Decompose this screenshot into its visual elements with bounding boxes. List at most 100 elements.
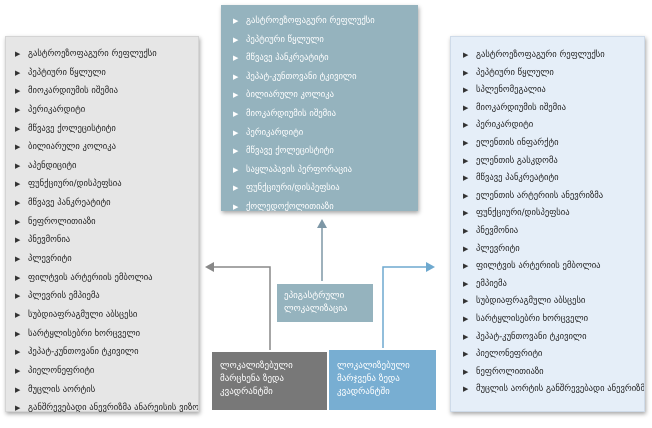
list-item: ▶პნევმონია (15, 231, 198, 250)
list-item: ▶ ემპიემა (463, 276, 644, 294)
list-item-label: სარტყლისებრი ხორცველი (476, 313, 589, 324)
list-item: ▶ ფილტვის არტერიის ემბოლია (463, 258, 644, 276)
bullet-triangle-icon: ▶ (463, 244, 469, 253)
list-item-label: გასტროეზოფაგური რეფლუქსი (246, 16, 375, 26)
bullet-triangle-icon: ▶ (463, 226, 469, 235)
list-item-label: აპენდიციტი (28, 160, 77, 171)
list-item-label: ჰეპატ-კუნთოვანი ტკივილი (28, 347, 139, 358)
list-item-label: პეპტიური წყლული (28, 67, 106, 78)
bullet-triangle-icon: ▶ (233, 147, 239, 156)
list-item: ▶ სარტყლისებრი ხორცველი (15, 325, 198, 344)
arrow-head-up-icon (317, 219, 327, 228)
bullet-triangle-icon: ▶ (233, 202, 239, 211)
bullet-triangle-icon: ▶ (233, 72, 239, 81)
bullet-triangle-icon: ▶ (463, 103, 469, 112)
list-item: ▶ელენთის გასკდომა (463, 153, 644, 171)
list-item: ▶პლევრის ემპიემა (15, 287, 198, 306)
bullet-triangle-icon: ▶ (15, 143, 21, 152)
list-item-label: ემპიემა (476, 278, 507, 289)
list-item-label: მწვავე პანკრეატიტი (246, 53, 329, 64)
bullet-triangle-icon: ▶ (15, 310, 21, 319)
list-item-label: მუცლის აორტის (28, 384, 96, 395)
bullet-triangle-icon: ▶ (15, 68, 21, 77)
list-item: ▶მწვავე პანკრეატიტი (463, 170, 644, 188)
bullet-triangle-icon: ▶ (15, 385, 21, 394)
list-item-label: სუბდიაფრაგმული აბსცესი (476, 296, 586, 307)
bullet-triangle-icon: ▶ (463, 367, 469, 376)
list-item: ▶მუცლის აორტის განშრევებადი ანევრიზმა (463, 381, 644, 399)
bullet-triangle-icon: ▶ (15, 87, 21, 96)
list-item: ▶ჰეპატ-კუნთოვანი ტკივილი (463, 329, 644, 347)
list-item-label: ფუნქციური/დისპეფსია (476, 208, 570, 219)
list-item-label: სუბდიაფრაგმული აბსცესი (28, 309, 138, 320)
bullet-triangle-icon: ▶ (233, 128, 239, 137)
list-item: ▶ ქოლედოქოლითიაზი (233, 198, 418, 217)
list-item: ▶ნეფროლითიაზი (15, 213, 198, 232)
list-item-label: პნევმონია (476, 225, 519, 236)
arrow-to-left-panel (212, 266, 271, 350)
list-item-label: ფილტვის არტერიის ემბოლია (476, 261, 601, 272)
list-item-label: პერიკარდიტი (246, 127, 304, 138)
list-item-label: მიოკარდიუმის იშემია (246, 108, 336, 119)
list-item: ▶პერიკარდიტი (463, 117, 644, 135)
bullet-triangle-icon: ▶ (463, 138, 469, 147)
list-item: ▶ გასტროეზოფაგური რეფლუქსი (233, 12, 418, 31)
list-item: ▶ პლევრიტი (463, 241, 644, 259)
list-item-label: საყლაპავის პერფორაცია (246, 164, 352, 175)
list-item-label: პლევრიტი (28, 254, 72, 265)
list-item: ▶მწვავე ქოლეცისტიტი (15, 120, 198, 139)
list-item-label: ბილიარული კოლიკა (28, 142, 116, 153)
bullet-triangle-icon: ▶ (233, 17, 239, 25)
arrow-head-right-icon (426, 262, 435, 272)
list-item-label: ფუნქციური/დისპეფსია (246, 183, 340, 194)
bullet-triangle-icon: ▶ (15, 236, 21, 245)
list-item: ▶ ბილიარული კოლიკა (15, 138, 198, 157)
bullet-triangle-icon: ▶ (15, 329, 21, 338)
list-item: ▶ სპლენომეგალია (463, 82, 644, 100)
bullet-triangle-icon: ▶ (15, 273, 21, 282)
epigastric-list: ▶გასტროეზოფაგური რეფლუქსი▶პეპტიური წყლულ… (233, 12, 418, 217)
bullet-triangle-icon: ▶ (463, 156, 469, 165)
list-item: ▶ნეფროლითიაზი (463, 364, 644, 382)
list-item-label: მიოკარდიუმის იშემია (28, 86, 118, 97)
list-item-label: სპლენომეგალია (476, 85, 546, 96)
list-item: ▶ გასტროეზოფაგური რეფლუქსი (15, 45, 198, 64)
bullet-triangle-icon: ▶ (463, 385, 469, 394)
bullet-triangle-icon: ▶ (463, 86, 469, 95)
bullet-triangle-icon: ▶ (15, 180, 21, 189)
list-item: ▶პეპტიური წყლული (463, 65, 644, 83)
bullet-triangle-icon: ▶ (15, 366, 21, 375)
bullet-triangle-icon: ▶ (463, 68, 469, 77)
list-item: ▶მწვავე პანკრეატიტი (233, 49, 418, 68)
list-item: ▶ პეპტიური წყლული (15, 64, 198, 83)
bullet-triangle-icon: ▶ (463, 279, 469, 288)
right-upper-quadrant-box: ლოკალიზებული მარჯვენა ზედა კვადრანტში (329, 350, 436, 410)
list-item: ▶სუბდიაფრაგმული აბსცესი (463, 293, 644, 311)
left-upper-quadrant-box: ლოკალიზებული მარცხენა ზედა კვადრანტში (212, 352, 327, 410)
list-item: ▶მიოკარდიუმის იშემია (233, 105, 418, 124)
list-item-label: ჰეპატ-კუნთოვანი ტკივილი (476, 331, 587, 342)
bullet-triangle-icon: ▶ (233, 165, 239, 174)
list-item: ▶პიელონეფრიტი (15, 362, 198, 381)
list-item-label: ქოლედოქოლითიაზი (246, 201, 334, 212)
list-item-label: პლევრიტი (476, 243, 520, 254)
list-item: ▶განშრევებადი ანევრიზმა ანარეისის ვიზო (15, 399, 198, 418)
list-item-label: სარტყლისებრი ხორცველი (28, 328, 141, 339)
list-item: ▶ პნევმონია (463, 223, 644, 241)
list-item: ▶გასტროეზოფაგური რეფლუქსი (463, 47, 644, 65)
bullet-triangle-icon: ▶ (463, 262, 469, 271)
list-item: ▶ჰეპატ-კუნთოვანი ტკივილი (15, 343, 198, 362)
bullet-triangle-icon: ▶ (15, 255, 21, 264)
bullet-triangle-icon: ▶ (463, 51, 469, 59)
list-item: ▶მიოკარდიუმის იშემია (463, 100, 644, 118)
right-quadrant-list: ▶გასტროეზოფაგური რეფლუქსი▶პეპტიური წყლულ… (463, 47, 644, 399)
list-item-label: გასტროეზოფაგური რეფლუქსი (28, 49, 157, 59)
list-item: ▶ელენთის ინფარქტი (463, 135, 644, 153)
bullet-triangle-icon: ▶ (463, 350, 469, 359)
bullet-triangle-icon: ▶ (463, 314, 469, 323)
list-item-label: პლევრის ემპიემა (28, 291, 100, 302)
list-item-label: პერიკარდიტი (476, 120, 534, 131)
bullet-triangle-icon: ▶ (15, 50, 21, 58)
list-item-label: ფუნქციური/დისპეფსია (28, 179, 122, 190)
